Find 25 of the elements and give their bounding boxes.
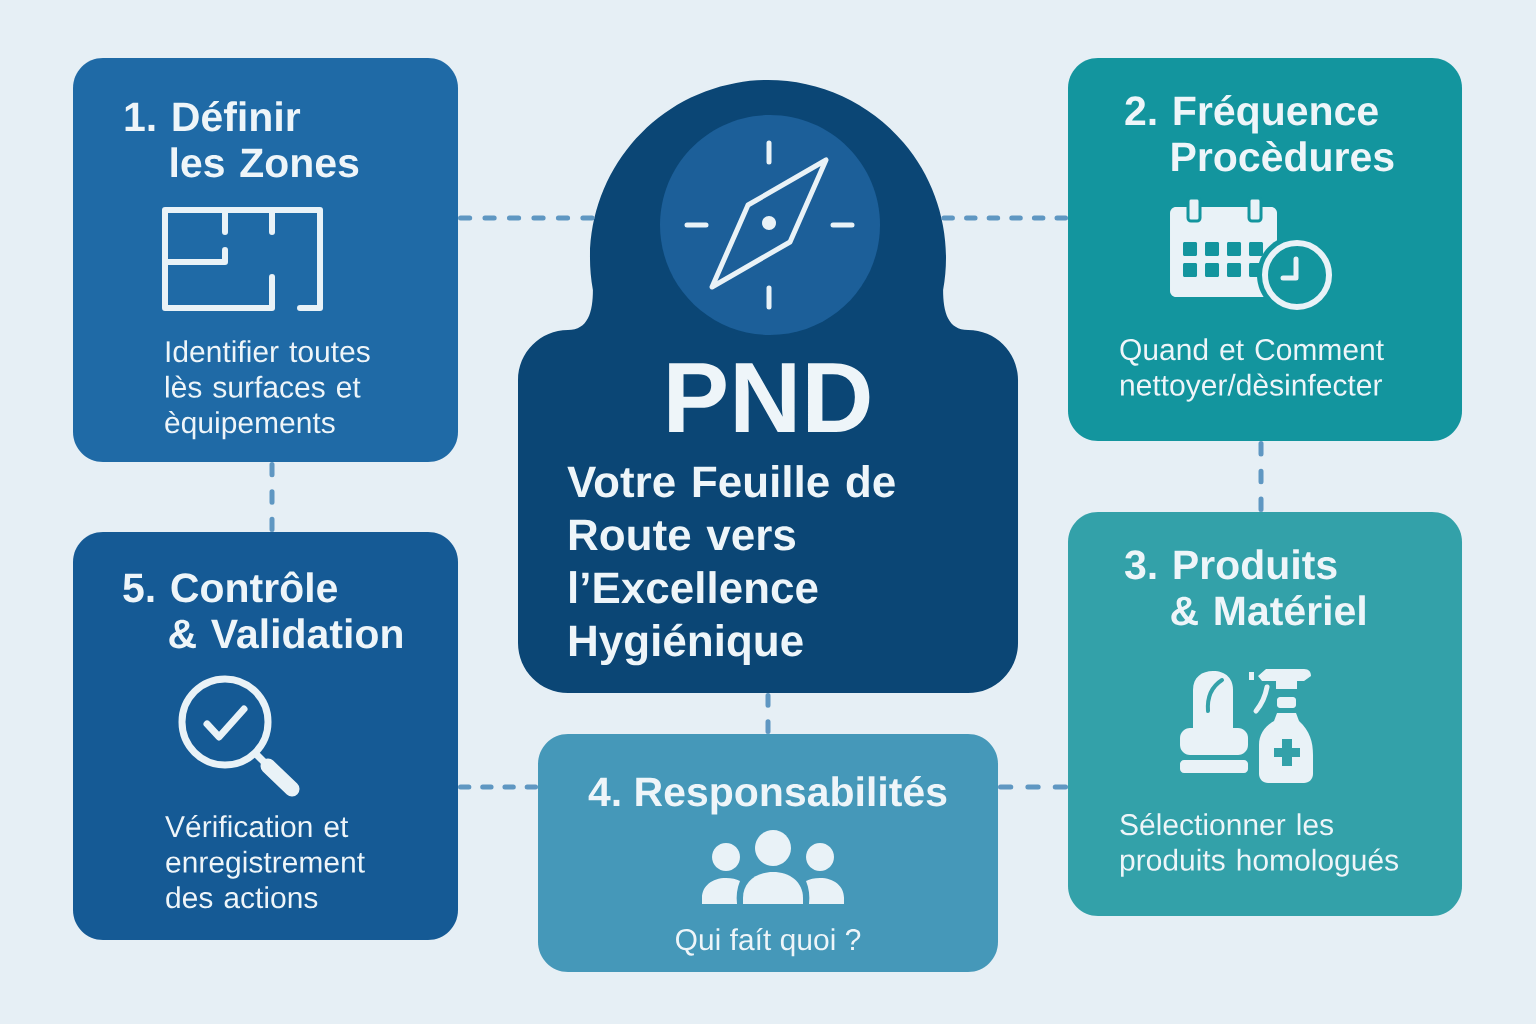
step-description: Quand et Comment nettoyer/dèsinfecter: [1120, 338, 1384, 402]
step-heading: 4. Responsabilités: [588, 775, 947, 815]
connector-line: [269, 462, 275, 532]
hub-subtitle: Votre Feuille de Route vers l’Excellence Hygiénique: [567, 465, 895, 666]
step-heading: 2. Fréquence Procèdures: [1125, 94, 1394, 172]
connector-line: [941, 215, 1068, 221]
step-description: Qui faít quoi ?: [676, 927, 861, 957]
connector-line: [998, 784, 1068, 790]
hub-panel: [518, 80, 1018, 693]
connector-line: [1258, 441, 1264, 512]
connector-line: [458, 784, 538, 790]
step-card: [538, 734, 998, 972]
step-card: [73, 532, 458, 940]
step-description: Sélectionner les produits homologués: [1120, 812, 1398, 877]
step-heading: 5. Contrôle & Validation: [123, 571, 402, 649]
step-card: [73, 58, 458, 462]
step-heading: 1. Définir les Zones: [125, 100, 359, 178]
step-card: [1068, 512, 1462, 916]
step-card: [1068, 58, 1462, 441]
connector-line: [765, 693, 771, 734]
connector-line: [458, 215, 595, 221]
step-description: Identifier toutes lès surfaces et èquipements: [165, 340, 370, 440]
hub-title: PND: [669, 363, 870, 432]
step-heading: 3. Produits & Matériel: [1124, 549, 1365, 626]
step-description: Vérification et enregistrement des actions: [165, 814, 365, 909]
